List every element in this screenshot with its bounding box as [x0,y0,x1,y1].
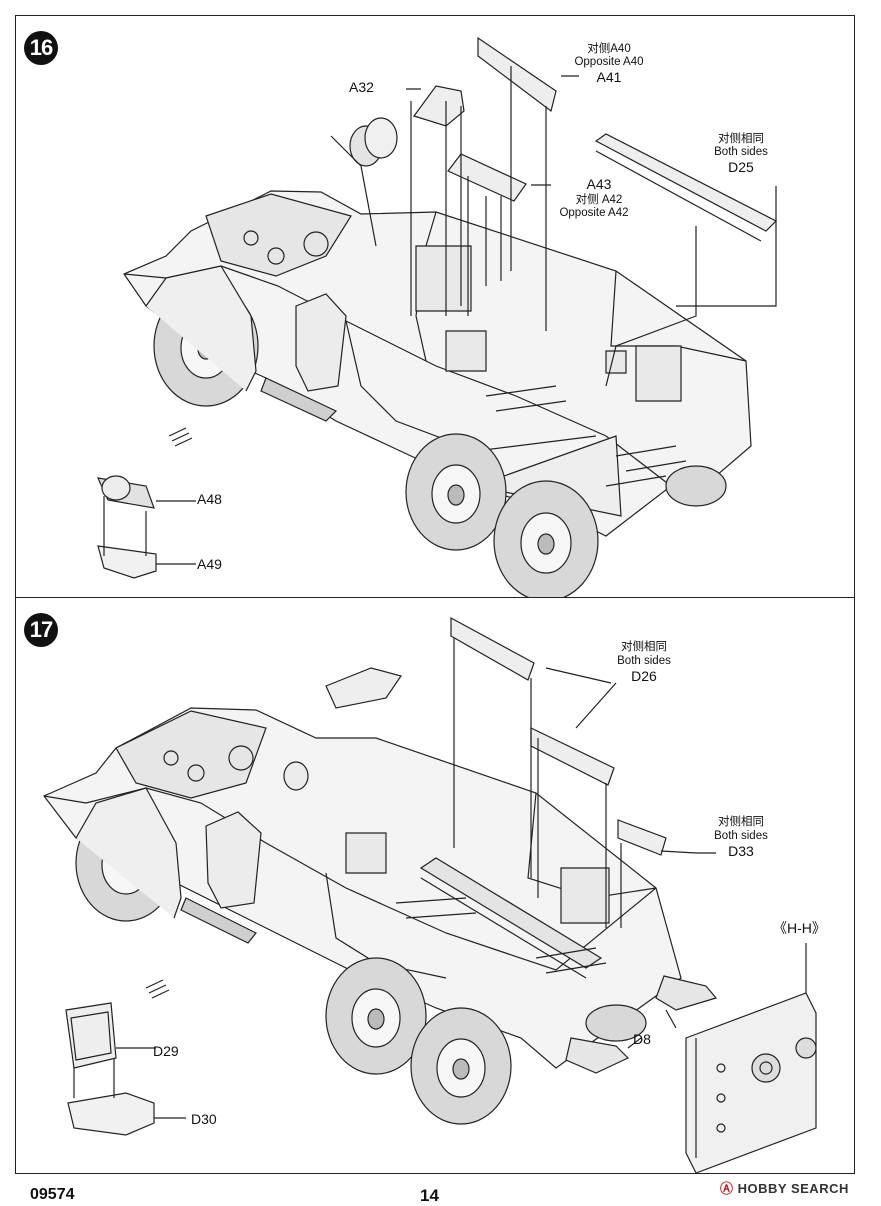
callout-d25-cn: 对侧相同 [718,133,764,145]
callout-d8: D8 [633,1031,651,1047]
callout-a49: A49 [197,556,222,572]
callout-a41-cn: 对侧A40 [587,43,631,55]
callout-a43-cn: 对侧 A42 [575,194,623,206]
callout-a41-en: Opposite A40 [574,56,644,68]
callout-a41: A41 [596,69,622,85]
callout-d26-en: Both sides [617,655,671,667]
watermark-text: HOBBY SEARCH [737,1181,849,1196]
callout-d26-cn: 对侧相同 [621,641,667,653]
callout-a43: A43 [586,176,612,192]
callout-d33-en: Both sides [714,830,768,842]
view-label-hh: 《H-H》 [773,920,826,936]
watermark-logo-icon: Ⓐ [720,1181,734,1196]
step-16-vehicle-drawing [16,16,856,599]
callout-d33-cn: 对侧相同 [718,816,764,828]
callout-d30: D30 [191,1111,217,1127]
step-17-panel: 17 [15,597,855,1174]
callout-d25-en: Both sides [714,146,768,158]
callout-d26: D26 [631,668,657,684]
page-number: 14 [420,1186,439,1205]
step-number-badge: 16 [24,31,58,65]
watermark: Ⓐ HOBBY SEARCH [720,1178,849,1197]
callout-d33: D33 [728,843,754,859]
callout-d29: D29 [153,1043,179,1059]
step-number-badge: 17 [24,613,58,647]
page-footer: 09574 14 Ⓐ HOBBY SEARCH [0,1176,881,1205]
callout-a48: A48 [197,491,222,507]
step-17-vehicle-drawing [16,598,856,1175]
product-code: 09574 [30,1186,75,1203]
callout-a32: A32 [349,79,374,95]
step-16-panel: 16 [15,15,856,599]
callout-d25: D25 [728,159,754,175]
callout-a43-en: Opposite A42 [559,207,629,219]
